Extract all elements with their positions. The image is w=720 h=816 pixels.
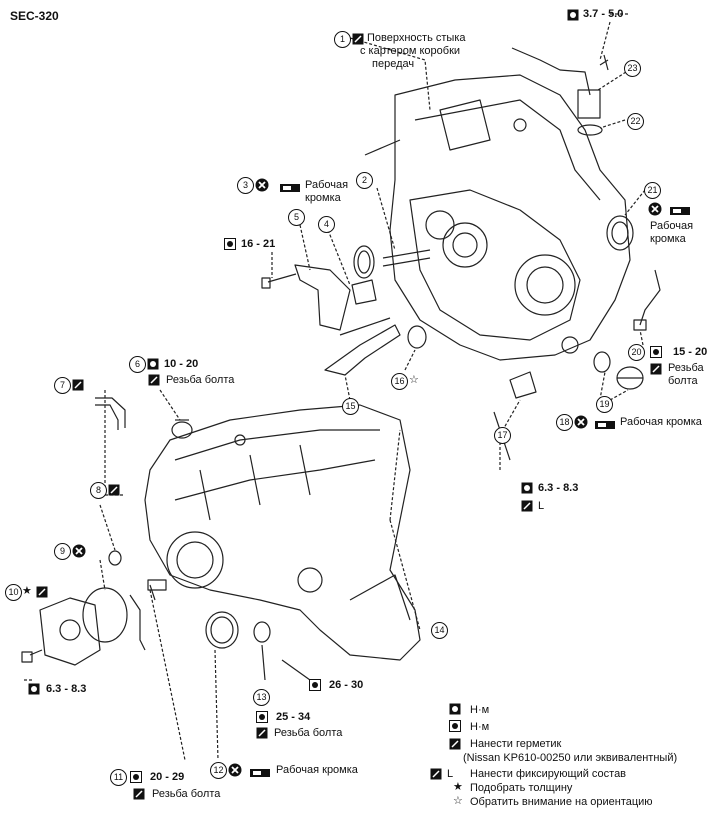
callout-7-number: 7 [54,377,71,394]
sealant-icon [256,726,268,739]
callout-22-number: 22 [627,113,644,130]
legend-item-5: Подобрать толщину [470,782,573,794]
callout-12-number: 12 [210,762,227,779]
grease-icon [595,417,615,429]
orientation-mark: ☆ [409,374,419,386]
callout-21-line-2: кромка [650,233,686,245]
sealant-icon [108,483,120,496]
clutch-housing-outline [389,74,631,361]
locking-mark-L: L [538,500,545,512]
grease-icon [250,765,270,777]
callout-20-line-2: болта [668,375,698,387]
callout-17-number: 17 [494,427,511,444]
replace-icon [72,544,86,558]
callout-3-number: 3 [237,177,254,194]
torque-6.3-8.3-center: 6.3 - 8.3 [538,482,579,494]
callout-20-line-1: Резьба [668,362,704,374]
legend-sealant-icon [449,737,461,750]
legend-item-6-mark: ☆ [453,795,463,807]
locking-sealant-icon [521,499,533,512]
torque-icon [28,682,40,695]
legend-item-4: Нанести фиксирующий состав [470,768,627,780]
replace-icon [574,415,588,429]
callout-3-line-1: Рабочая [305,179,349,191]
callout-18-number: 18 [556,414,573,431]
callout-6-torque: 10 - 20 [164,358,199,370]
sealant-icon [148,373,160,386]
callout-21-line-1: Рабочая [650,220,694,232]
callout-19-number: 19 [596,396,613,413]
callout-13-text: Резьба болта [274,727,343,739]
torque-icon [256,710,268,723]
callout-1-number: 1 [334,31,351,48]
callout-10-number: 10 [5,584,22,601]
callout-1-line-1: Поверхность стыка [367,32,466,44]
legend-torque-outline-icon [449,719,461,732]
callout-6-text: Резьба болта [166,374,235,386]
callout-20-number: 20 [628,344,645,361]
torque-icon [224,237,236,250]
callout-1-line-2: с картером коробки [360,45,461,57]
sealant-icon [133,787,145,800]
replace-icon [648,202,662,216]
callout-11-text: Резьба болта [152,788,221,800]
torque-icon [147,357,159,370]
grease-icon [280,180,300,192]
callout-15-number: 15 [342,398,359,415]
callout-21-number: 21 [644,182,661,199]
callout-8-number: 8 [90,482,107,499]
torque-top: 3.7 - 5.0 [583,8,624,20]
callout-13-torque: 25 - 34 [276,711,311,723]
callout-2-number: 2 [356,172,373,189]
legend-item-3-sub: (Nissan KP610-00250 или эквивалентный) [463,752,678,764]
sealant-icon [352,32,364,45]
torque-6.3-8.3-left: 6.3 - 8.3 [46,683,87,695]
callout-23-number: 23 [624,60,641,77]
legend-torque-filled-icon [449,702,461,715]
callout-6-number: 6 [129,356,146,373]
callout-18-text: Рабочая кромка [620,416,702,428]
torque-icon [521,481,533,494]
legend-item-2: Н·м [470,721,490,733]
callout-5-number: 5 [288,209,305,226]
torque-icon [567,8,579,21]
callout-16-number: 16 [391,373,408,390]
section-code: SEC-320 [10,9,59,23]
callout-11-torque: 20 - 29 [150,771,185,783]
legend-locking-icon [430,767,442,780]
torque-26-30: 26 - 30 [329,679,364,691]
torque-icon [309,678,321,691]
sealant-icon [72,378,84,391]
callout-12-text: Рабочая кромка [276,764,358,776]
legend-item-6: Обратить внимание на ориентацию [470,796,653,808]
legend-item-1: Н·м [470,704,490,716]
callout-11-number: 11 [110,769,127,786]
replace-icon [228,763,242,777]
transmission-case-outline [144,404,421,661]
torque-icon [650,345,662,358]
callout-20-torque: 15 - 20 [673,346,708,358]
sealant-icon [650,362,662,375]
callout-14-number: 14 [431,622,448,639]
torque-16-21: 16 - 21 [241,238,276,250]
callout-13-number: 13 [253,689,270,706]
callout-1-line-3: передач [372,58,415,70]
select-thickness-mark: ★ [22,585,32,597]
callout-9-number: 9 [54,543,71,560]
legend-item-3: Нанести герметик [470,738,562,750]
torque-icon [130,770,142,783]
grease-icon [670,203,690,215]
callout-3-line-2: кромка [305,192,341,204]
callout-4-number: 4 [318,216,335,233]
legend-item-4-mark: L [447,768,454,780]
sealant-icon [36,585,48,598]
replace-icon [255,178,269,192]
legend-item-5-mark: ★ [453,781,463,793]
